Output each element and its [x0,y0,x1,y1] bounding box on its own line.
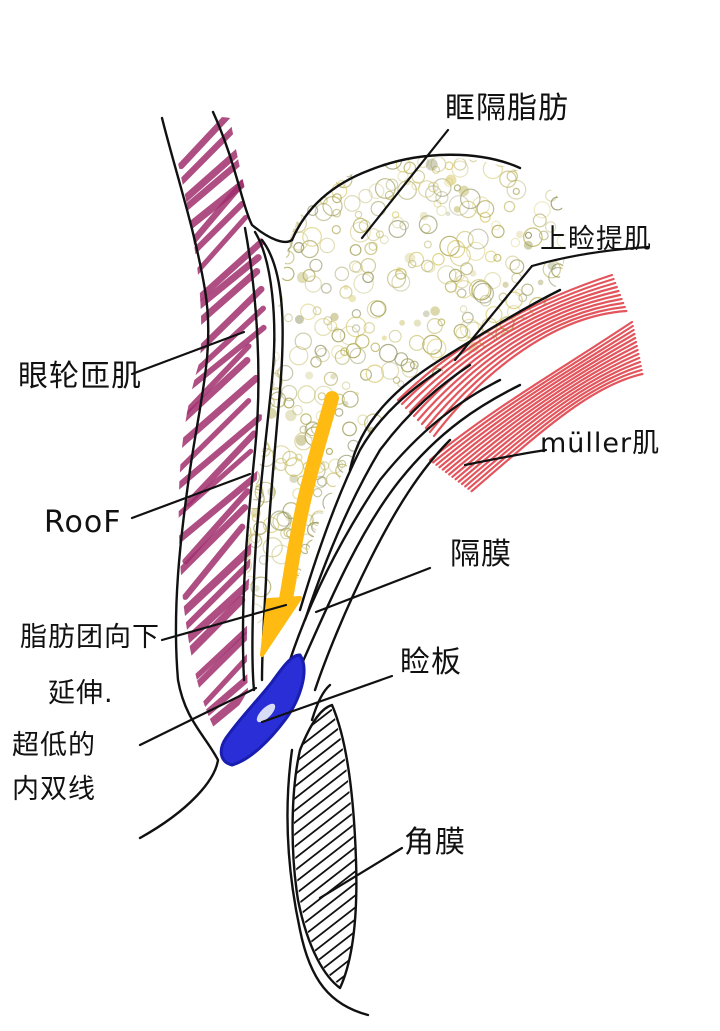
roof-mid-line [251,230,276,692]
conjunctiva-line-1 [288,378,502,662]
globe-line [313,438,452,692]
septum-line-2 [298,368,442,612]
leader-lines [130,128,650,900]
label-low-crease-line1: 超低的 [12,730,96,761]
cornea-outer [291,703,358,990]
label-orbicularis: 眼轮匝肌 [18,359,142,394]
skin-outer-contour [138,116,220,840]
label-levator: 上睑提肌 [540,224,652,255]
label-septum: 隔膜 [450,537,512,572]
leader-septum [314,566,432,614]
lower-lid-line [286,748,370,1017]
label-fat-extension-line1: 脂肪团向下 [20,622,160,653]
leader-levator-tail [530,245,650,268]
orbicularis-muscle-hatching [170,117,272,730]
leader-muller [463,448,548,467]
levator-muller-muscle-strands [396,273,644,493]
leader-cornea [318,846,404,900]
conjunctiva-line-2 [298,383,522,670]
roof-outer-line [241,226,260,682]
label-cornea: 角膜 [404,825,466,860]
label-roof: RooF [44,505,122,540]
label-low-crease-line2: 内双线 [12,774,96,805]
upper-septum-curve [290,153,522,242]
orbicularis-inner-contour [211,110,294,244]
leader-levator [453,264,534,362]
leader-roof [130,472,252,520]
leader-fat-extension [160,603,288,642]
leader-orbital-fat [360,128,450,240]
septum-line-3 [303,363,472,622]
leader-orbicularis [130,330,246,376]
tarsus-to-cornea-line [310,683,332,722]
leader-tarsus [260,674,394,724]
label-orbital-fat: 眶隔脂肪 [445,91,569,126]
leader-low-crease [138,686,258,747]
label-fat-extension-line2: 延伸. [48,678,114,709]
label-tarsus: 睑板 [400,645,462,680]
label-muller: müller肌 [540,428,661,459]
fat-extension-arrow [260,391,339,657]
septum-line-1 [348,288,562,472]
